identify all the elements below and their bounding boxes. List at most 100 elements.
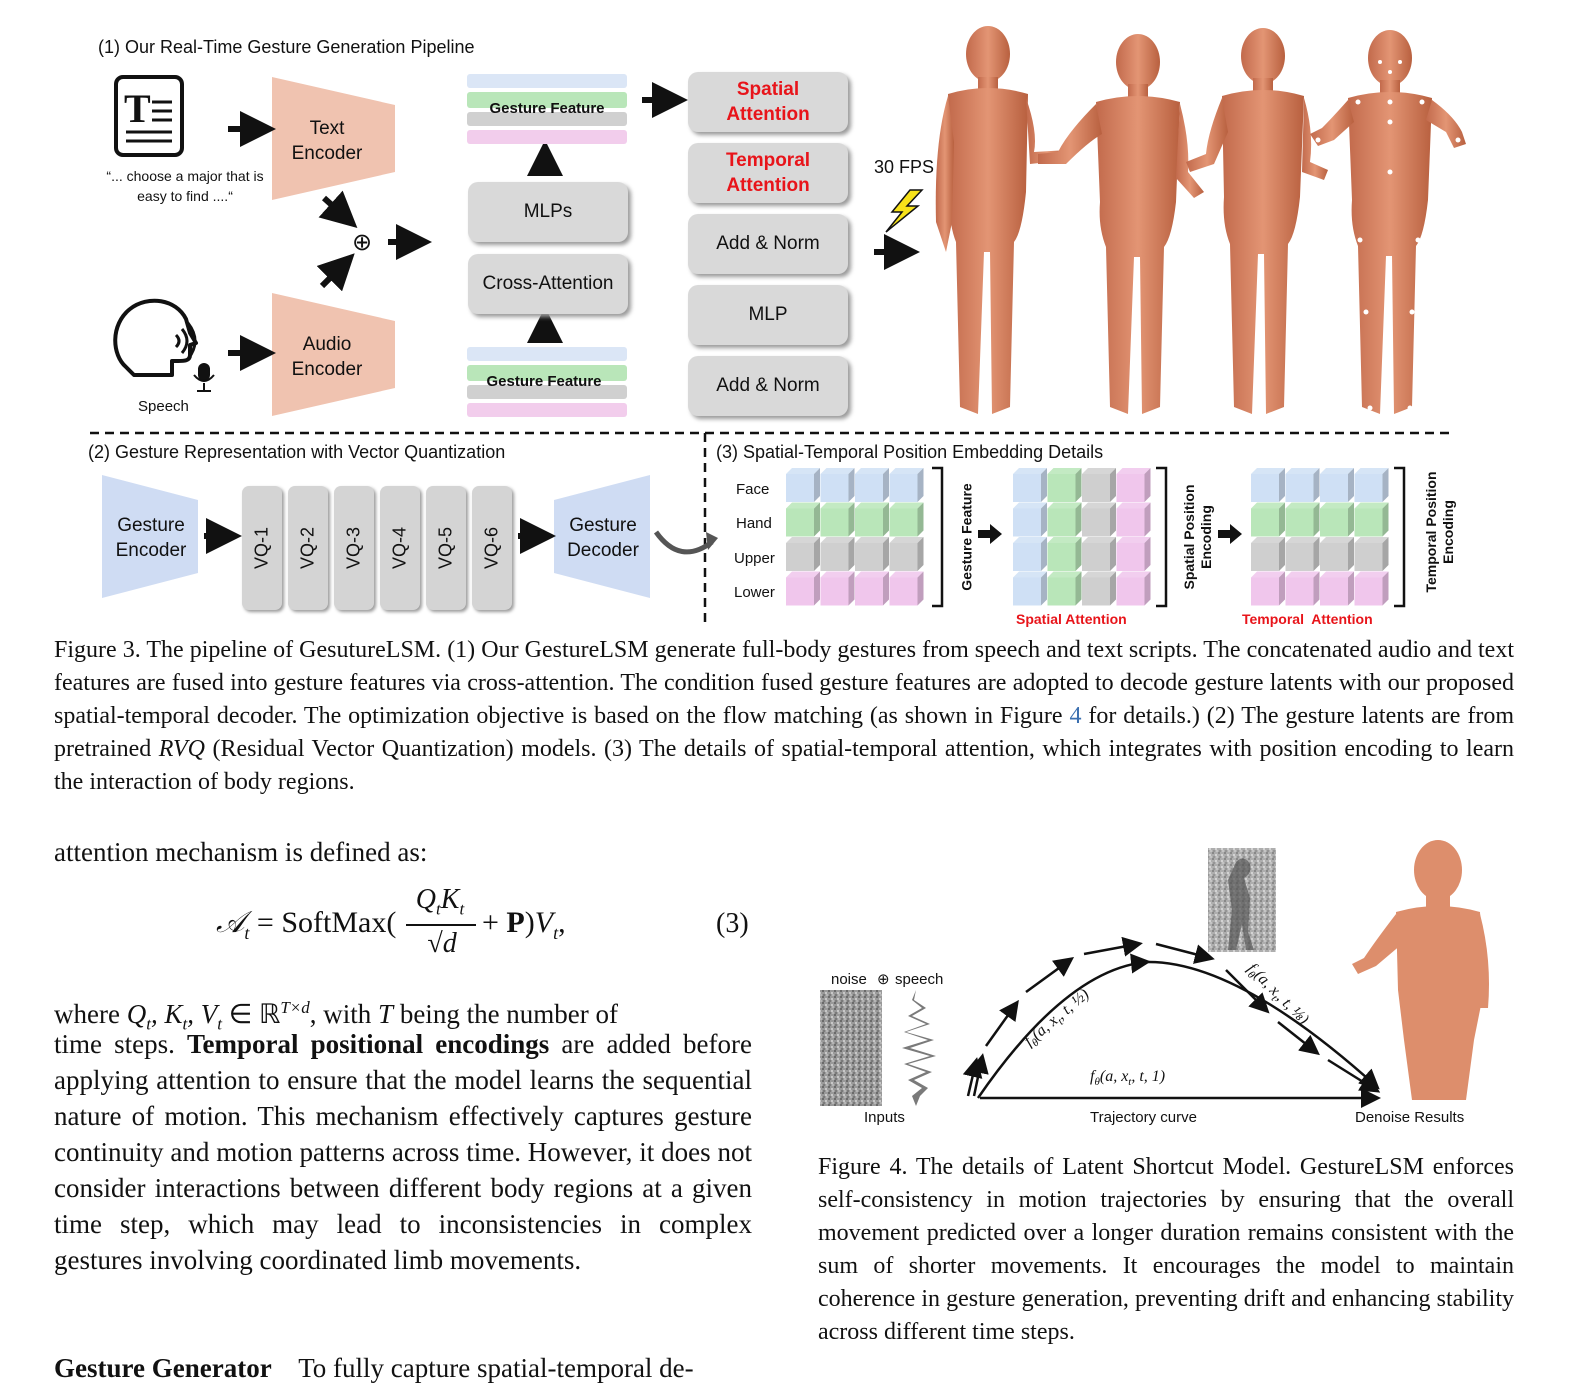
embedding-cube xyxy=(820,468,855,502)
temporal-paragraph: time steps. Temporal positional encoding… xyxy=(54,1029,752,1275)
embedding-cube xyxy=(889,502,924,537)
embedding-cube xyxy=(820,502,855,537)
spatial-attention-block: Spatial Attention xyxy=(688,72,848,132)
gesture-encoder-label: Gesture Encoder xyxy=(115,515,187,561)
mlp-block: MLP xyxy=(688,285,848,345)
figure-4-link[interactable]: 4 xyxy=(1069,703,1082,729)
embedding-cube xyxy=(1354,502,1389,537)
pipeline-arrows xyxy=(228,77,920,416)
embedding-cube xyxy=(1320,468,1354,502)
embedding-cube xyxy=(855,571,889,606)
embedding-cube xyxy=(889,537,924,571)
embedding-cube xyxy=(1116,502,1151,537)
gesture-decoder-label: Gesture Decoder xyxy=(567,515,639,561)
embedding-cube xyxy=(1320,571,1354,606)
embedding-cube xyxy=(1251,502,1285,537)
equation-3: 𝒜t = SoftMax( QtKt √d + P)Vt, (3) xyxy=(216,884,749,959)
embedding-cube xyxy=(1082,502,1116,537)
spatial-position-encoding-label: Spatial Position Encoding xyxy=(1181,484,1214,590)
equation-intro: attention mechanism is defined as: xyxy=(54,837,428,867)
embedding-cube xyxy=(1047,468,1082,502)
embedding-cube xyxy=(1082,537,1116,571)
figure-4-caption: Figure 4. The details of Latent Shortcut… xyxy=(818,1154,1514,1345)
embedding-cube xyxy=(1013,502,1047,537)
lightning-icon xyxy=(885,189,924,233)
plus-label: ⊕ xyxy=(877,971,890,988)
embedding-cube xyxy=(786,468,820,502)
embedding-cube xyxy=(1251,468,1285,502)
speaking-head-icon xyxy=(113,298,215,392)
embedding-cube xyxy=(1082,468,1116,502)
gesture-feature-top-label: Gesture Feature xyxy=(489,100,605,117)
embedding-cube xyxy=(786,502,820,537)
embedding-cube xyxy=(855,468,889,502)
text-encoder-label: Text Encoder xyxy=(291,118,363,164)
embedding-cube xyxy=(1013,537,1047,571)
embedding-cube xyxy=(1013,468,1047,502)
next-section: Gesture Generator To fully capture spati… xyxy=(54,1353,694,1383)
spatial-attention-caption: Spatial Attention xyxy=(1016,611,1127,627)
speech-label-fig4: speech xyxy=(895,971,944,988)
embedding-cube xyxy=(820,537,855,571)
row-label-face: Face xyxy=(736,481,770,498)
fps-label: 30 FPS xyxy=(874,157,935,177)
embedding-cube xyxy=(1285,537,1320,571)
embedding-cube xyxy=(1082,571,1116,606)
fig4-diagram xyxy=(820,840,1489,1108)
embedding-cube xyxy=(1116,537,1151,571)
embedding-cube xyxy=(1047,502,1082,537)
vq-block: VQ-1 xyxy=(242,486,282,610)
embedding-cube xyxy=(1320,537,1354,571)
embedding-cube xyxy=(889,468,924,502)
trajectory-label: Trajectory curve xyxy=(1090,1109,1197,1126)
add-norm-block-2: Add & Norm xyxy=(688,356,848,416)
embedding-cube xyxy=(1354,468,1389,502)
temporal-attention-block: Temporal Attention xyxy=(688,143,848,203)
embedding-cube xyxy=(1285,502,1320,537)
embedding-cube xyxy=(1251,571,1285,606)
vq-block: VQ-3 xyxy=(334,486,374,610)
noise-label: noise xyxy=(831,971,867,988)
embedding-cube xyxy=(1354,537,1389,571)
embedding-cube xyxy=(1285,468,1320,502)
embedding-cube xyxy=(1116,571,1151,606)
text-quote: “... choose a major that is easy to find… xyxy=(106,168,264,204)
embedding-cube xyxy=(786,537,820,571)
embedding-cube xyxy=(786,571,820,606)
speech-label: Speech xyxy=(138,398,189,415)
cross-attention-block: Cross-Attention xyxy=(468,254,628,314)
figure-3-caption: Figure 3. The pipeline of GesutureLSM. (… xyxy=(54,637,1515,795)
gesture-feature-bottom-label: Gesture Feature xyxy=(486,373,602,390)
embedding-cube xyxy=(1116,468,1151,502)
embedding-cube xyxy=(855,537,889,571)
plus-symbol: ⊕ xyxy=(352,229,373,256)
vq-encoder-decoder-shapes xyxy=(102,475,718,598)
vq-block: VQ-2 xyxy=(288,486,328,610)
embedding-cube xyxy=(1251,537,1285,571)
audio-encoder-label: Audio Encoder xyxy=(291,334,363,380)
vq-block: VQ-6 xyxy=(472,486,512,610)
text-document-icon: T xyxy=(114,75,184,157)
row-label-upper: Upper xyxy=(734,550,775,567)
embedding-cube xyxy=(1354,571,1389,606)
temporal-attention-caption: Temporal Attention xyxy=(1242,611,1373,627)
svg-text:T: T xyxy=(124,86,151,131)
temporal-position-encoding-label: Temporal Position Encoding xyxy=(1423,471,1456,593)
embedding-cube xyxy=(1047,537,1082,571)
embedding-cube xyxy=(1285,571,1320,606)
denoise-label: Denoise Results xyxy=(1355,1109,1465,1126)
vq-block: VQ-4 xyxy=(380,486,420,610)
row-label-hand: Hand xyxy=(736,515,772,532)
embedding-cube xyxy=(1047,571,1082,606)
f-theta-one-label: fθ(a, xt, t, 1) xyxy=(1090,1068,1166,1089)
embedding-cube xyxy=(820,571,855,606)
row-label-lower: Lower xyxy=(734,584,775,601)
pipeline-title: (1) Our Real-Time Gesture Generation Pip… xyxy=(98,37,475,57)
cube-grids xyxy=(786,466,1406,608)
section-dividers xyxy=(90,431,1452,628)
add-norm-block-1: Add & Norm xyxy=(688,214,848,274)
where-line: where Qt, Kt, Vt ∈ ℝT×d, with T being th… xyxy=(54,998,619,1034)
embedding-cube xyxy=(1320,502,1354,537)
mlps-block: MLPs xyxy=(468,182,628,242)
embedding-cube xyxy=(889,571,924,606)
